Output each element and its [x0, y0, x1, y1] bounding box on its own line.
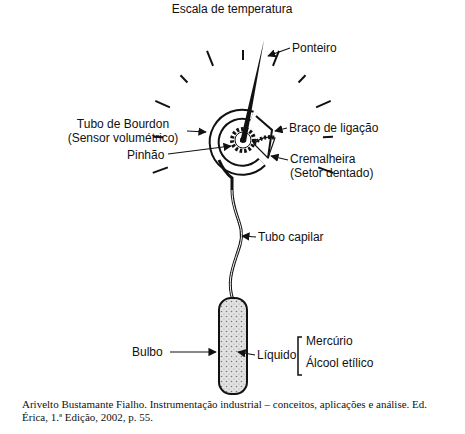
pointer-pivot [240, 137, 246, 143]
toothed-sector [254, 137, 275, 158]
scale-tick [299, 75, 306, 82]
bulb-label: Bulbo [132, 345, 192, 359]
scale-tick [155, 101, 170, 108]
mercury-label: Mercúrio [306, 334, 406, 348]
scale-tick [153, 167, 168, 172]
pointer-label: Ponteiro [292, 41, 372, 55]
tube-connection [219, 160, 232, 190]
scale-tick [323, 136, 333, 138]
capillary-label: Tubo capilar [258, 230, 358, 244]
bulb [219, 298, 247, 394]
sector-label: Cremalheira (Setor dentado) [290, 152, 390, 180]
link-arm [256, 116, 272, 158]
pinion-label: Pinhão [127, 148, 187, 162]
scale-label: Escala de temperatura [147, 2, 317, 16]
capillary-tube [230, 190, 241, 300]
scale-tick [207, 51, 213, 66]
scale-tick [180, 75, 187, 82]
scale-tick [316, 101, 331, 108]
bracket [298, 337, 302, 375]
bourdon-label: Tubo de Bourdon (Sensor volumétrico) [61, 117, 185, 145]
sector-teeth [254, 137, 275, 144]
pointer [240, 40, 264, 142]
capillary-bore [230, 190, 241, 300]
leader-lines [168, 48, 290, 355]
ethanol-label: Álcool etílico [306, 356, 416, 370]
source-caption: Arivelto Bustamante Fialho. Instrumentaç… [22, 398, 452, 424]
link-arm-label: Braço de ligação [289, 121, 409, 135]
scale-tick [242, 50, 244, 60]
